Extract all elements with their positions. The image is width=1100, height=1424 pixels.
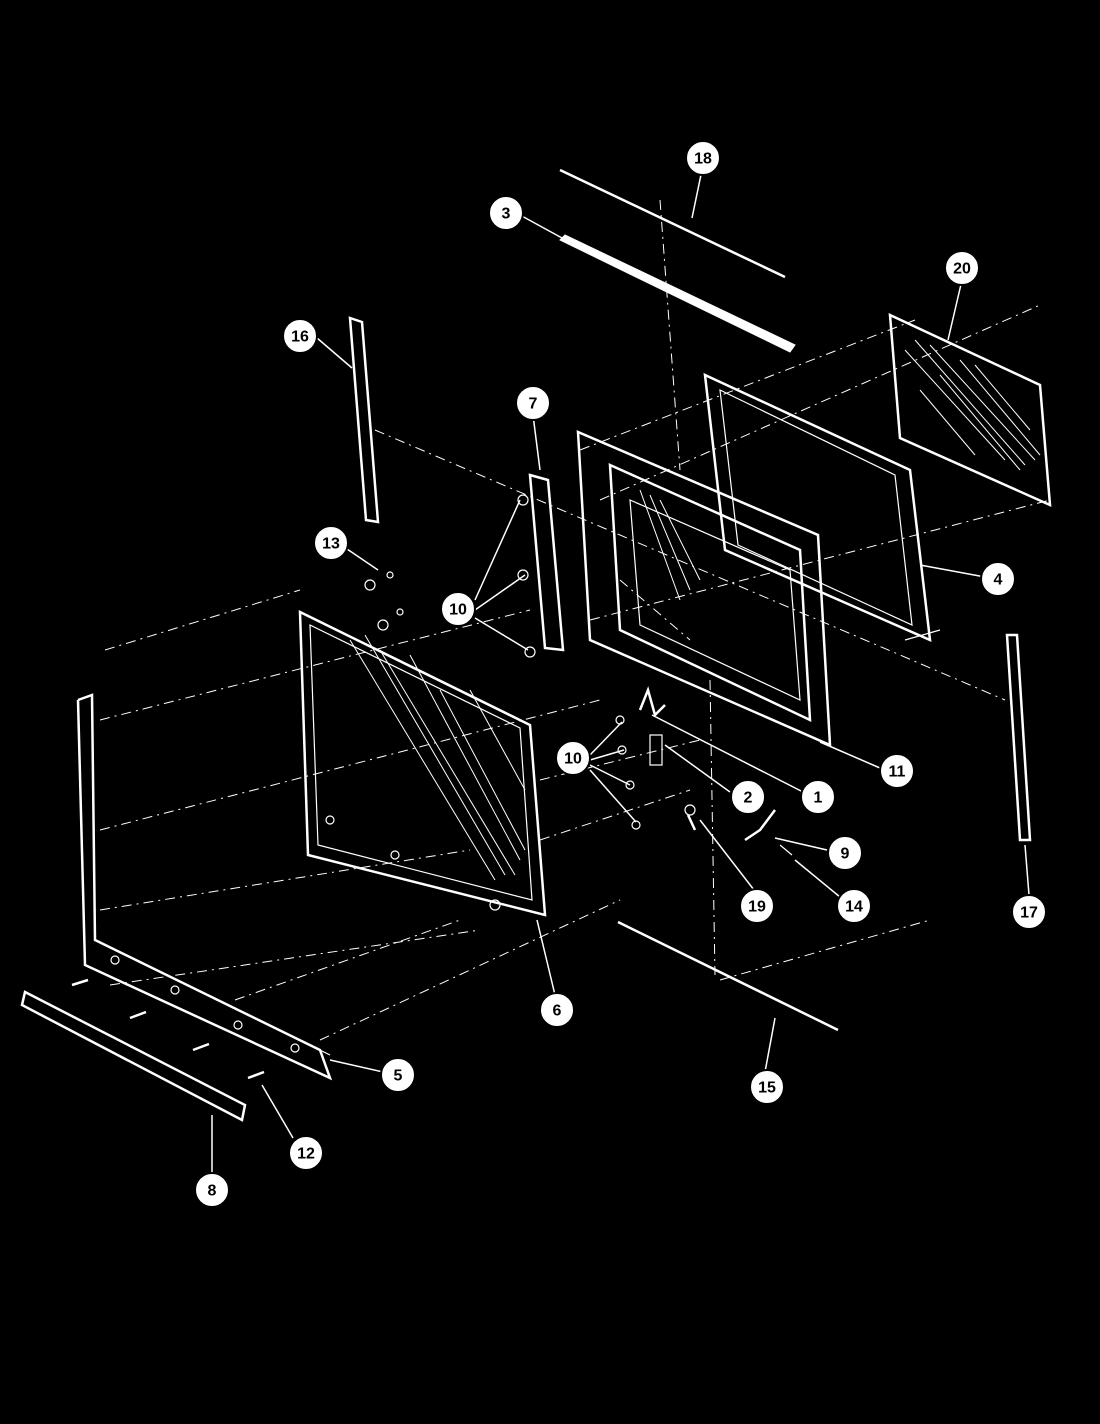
callout-circle	[980, 561, 1016, 597]
callout-c11: 11	[879, 753, 915, 789]
callout-number: 19	[748, 899, 766, 916]
callout-c7: 7	[515, 385, 551, 421]
callout-c2: 2	[730, 779, 766, 815]
callout-circle	[194, 1172, 230, 1208]
part-screws-top	[364, 571, 404, 631]
callout-number: 5	[394, 1068, 403, 1085]
callout-circle	[685, 140, 721, 176]
part-bottom-trim	[20, 990, 247, 1122]
callout-number: 18	[694, 151, 712, 168]
alignment-lines	[99, 199, 1051, 1041]
callout-c4: 4	[980, 561, 1016, 597]
part-bottom-seal	[617, 920, 839, 1032]
callout-c10b: 10	[555, 740, 591, 776]
callout-c16: 16	[282, 318, 318, 354]
callout-circle	[800, 779, 836, 815]
part-hinge-bracket	[517, 473, 565, 658]
callout-c13: 13	[313, 525, 349, 561]
callout-number: 6	[553, 1003, 562, 1020]
callout-circle	[515, 385, 551, 421]
part-inner-door-frame	[576, 430, 832, 747]
part-right-side-strip	[1005, 633, 1032, 842]
callout-c18: 18	[685, 140, 721, 176]
callout-number: 4	[994, 572, 1003, 589]
part-top-trim	[559, 234, 796, 353]
callout-circle	[836, 888, 872, 924]
callout-circle	[313, 525, 349, 561]
callout-number: 10	[449, 602, 467, 619]
part-door-bottom-frame	[76, 693, 333, 1081]
callout-circle	[739, 888, 775, 924]
callout-circle	[879, 753, 915, 789]
callout-circle	[944, 250, 980, 286]
callout-circle	[282, 318, 318, 354]
part-outer-door-panel	[298, 609, 547, 917]
part-left-side-strip	[348, 316, 380, 524]
callout-circle	[288, 1135, 324, 1171]
callout-circle	[1011, 894, 1047, 930]
callout-circle	[730, 779, 766, 815]
callout-number: 20	[953, 261, 971, 278]
callout-circle	[555, 740, 591, 776]
callout-number: 1	[814, 790, 823, 807]
callout-number: 8	[208, 1183, 217, 1200]
callout-number: 15	[758, 1080, 776, 1097]
callout-c8: 8	[194, 1172, 230, 1208]
callout-number: 9	[841, 846, 850, 863]
callout-number: 17	[1020, 905, 1038, 922]
callout-number: 3	[502, 206, 511, 223]
callout-number: 10	[564, 751, 582, 768]
callout-number: 12	[297, 1146, 315, 1163]
callout-number: 7	[529, 396, 538, 413]
callout-c6: 6	[539, 992, 575, 1028]
callout-number: 2	[744, 790, 753, 807]
callout-c9: 9	[827, 835, 863, 871]
part-glass-panel	[888, 312, 1052, 508]
part-top-seal-strip	[559, 168, 786, 279]
callout-c10a: 10	[440, 591, 476, 627]
callout-number: 11	[889, 764, 906, 781]
callout-circle	[380, 1057, 416, 1093]
callout-number: 16	[291, 329, 309, 346]
callout-c19: 19	[739, 888, 775, 924]
callout-c12: 12	[288, 1135, 324, 1171]
callout-c15: 15	[749, 1069, 785, 1105]
part-screws-bottom	[71, 978, 265, 1080]
callout-circle	[827, 835, 863, 871]
callout-c17: 17	[1011, 894, 1047, 930]
callout-circle	[488, 195, 524, 231]
callout-number: 13	[322, 536, 340, 553]
callout-c14: 14	[836, 888, 872, 924]
callout-c3: 3	[488, 195, 524, 231]
callout-circle	[749, 1069, 785, 1105]
callout-c5: 5	[380, 1057, 416, 1093]
callout-c20: 20	[944, 250, 980, 286]
callout-circle	[539, 992, 575, 1028]
callout-number: 14	[845, 899, 863, 916]
callout-c1: 1	[800, 779, 836, 815]
callout-circle	[440, 591, 476, 627]
leader-lines	[211, 164, 1030, 1173]
